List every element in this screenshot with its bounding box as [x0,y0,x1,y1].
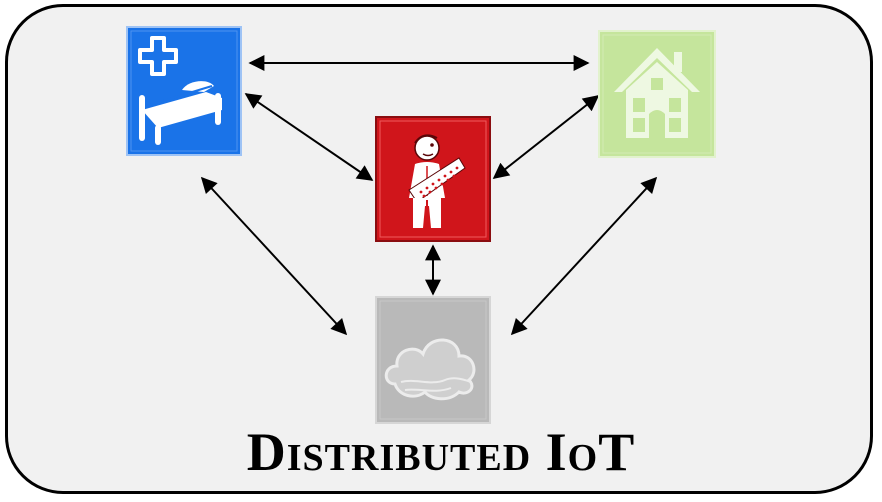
house-icon [598,30,716,158]
patient-node [375,116,491,242]
cloud-node [375,296,491,424]
hospital-bed-icon [126,26,242,156]
patient-icon [375,116,491,242]
home-node [598,30,716,158]
diagram-title: Distributed IoT [246,422,636,482]
hospital-node [126,26,242,156]
cloud-icon [375,296,491,424]
